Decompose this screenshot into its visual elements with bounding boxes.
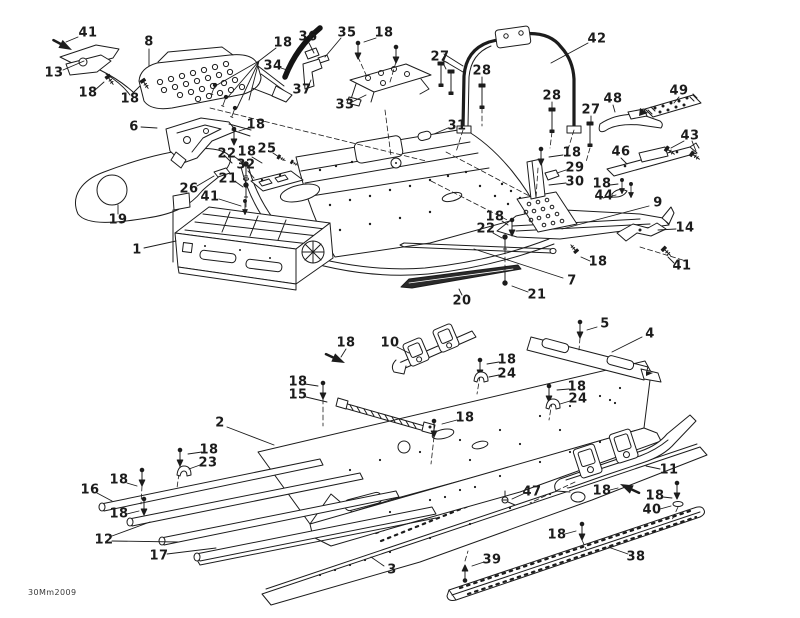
callout-label: 38 — [626, 549, 646, 565]
callout-label: 24 — [497, 366, 517, 382]
callout-label: 36 — [298, 29, 318, 45]
callout-label: 18 — [246, 117, 266, 133]
callout-label: 32 — [236, 157, 256, 173]
callout-label: 18 — [562, 145, 582, 161]
callout-label: 37 — [292, 82, 312, 98]
callout-label: 41 — [200, 189, 220, 205]
callout-label: 18 — [273, 35, 293, 51]
callout-label: 18 — [567, 379, 587, 395]
callout-label: 18 — [288, 374, 308, 390]
callout-label: 18 — [109, 472, 129, 488]
callout-label: 30 — [565, 174, 585, 190]
callout-label: 17 — [149, 548, 169, 564]
callout-label: 18 — [547, 527, 567, 543]
callout-label: 22 — [476, 221, 496, 237]
callout-label: 26 — [179, 181, 199, 197]
callout-label: 11 — [659, 462, 679, 478]
callout-label: 18 — [485, 209, 505, 225]
callout-label: 41 — [672, 258, 692, 274]
callout-label: 18 — [455, 410, 475, 426]
callout-label: 18 — [78, 85, 98, 101]
callout-label: 21 — [218, 171, 238, 187]
callout-label: 33 — [335, 97, 355, 113]
callout-label: 16 — [80, 482, 100, 498]
callout-label: 42 — [587, 31, 607, 47]
callout-label: 25 — [257, 141, 277, 157]
callout-label: 22 — [217, 146, 237, 162]
callout-label: 18 — [120, 91, 140, 107]
callout-label: 46 — [611, 144, 631, 160]
callout-label: 29 — [565, 160, 585, 176]
callout-label: 13 — [44, 65, 64, 81]
callout-label: 18 — [497, 352, 517, 368]
callout-label: 12 — [94, 532, 114, 548]
callout-label: 41 — [78, 25, 98, 41]
callout-label: 43 — [680, 128, 700, 144]
callout-label: 18 — [645, 488, 665, 504]
callout-label: 18 — [374, 25, 394, 41]
callout-label: 40 — [642, 502, 662, 518]
callout-label: 18 — [592, 176, 612, 192]
callout-label: 9 — [653, 195, 663, 211]
callout-label: 8 — [144, 34, 154, 50]
leader-lines — [62, 36, 697, 567]
callout-label: 18 — [199, 442, 219, 458]
callout-label: 31 — [447, 118, 467, 134]
callout-label: 23 — [198, 455, 218, 471]
callout-label: 6 — [129, 119, 139, 135]
callout-label: 48 — [603, 91, 623, 107]
callout-label: 4 — [645, 326, 655, 342]
callout-label: 34 — [263, 58, 283, 74]
callout-label: 18 — [588, 254, 608, 270]
callout-label: 18 — [237, 144, 257, 160]
callout-label: 18 — [109, 506, 129, 522]
callout-label: 44 — [594, 188, 614, 204]
callout-label: 39 — [482, 552, 502, 568]
callout-label: 1 — [132, 242, 142, 258]
callout-label: 49 — [669, 83, 689, 99]
callout-label: 21 — [527, 287, 547, 303]
callout-label: 14 — [675, 220, 695, 236]
callout-label: 47 — [522, 484, 542, 500]
callout-label: 27 — [430, 49, 450, 65]
callout-label: 20 — [452, 293, 472, 309]
callout-label: 27 — [581, 102, 601, 118]
callout-label: 28 — [542, 88, 562, 104]
callout-label: 24 — [568, 391, 588, 407]
callout-label: 35 — [337, 25, 357, 41]
callout-label: 18 — [336, 335, 356, 351]
callout-label: 18 — [592, 483, 612, 499]
callout-label: 10 — [380, 335, 400, 351]
callout-label: 19 — [108, 212, 128, 228]
callout-label: 28 — [472, 63, 492, 79]
callout-label: 15 — [288, 387, 308, 403]
callout-label: 7 — [567, 273, 577, 289]
footer-code: 30Mm2009 — [28, 588, 77, 597]
callout-label: 5 — [600, 316, 610, 332]
callout-label: 2 — [215, 415, 225, 431]
callout-label: 3 — [387, 562, 397, 578]
